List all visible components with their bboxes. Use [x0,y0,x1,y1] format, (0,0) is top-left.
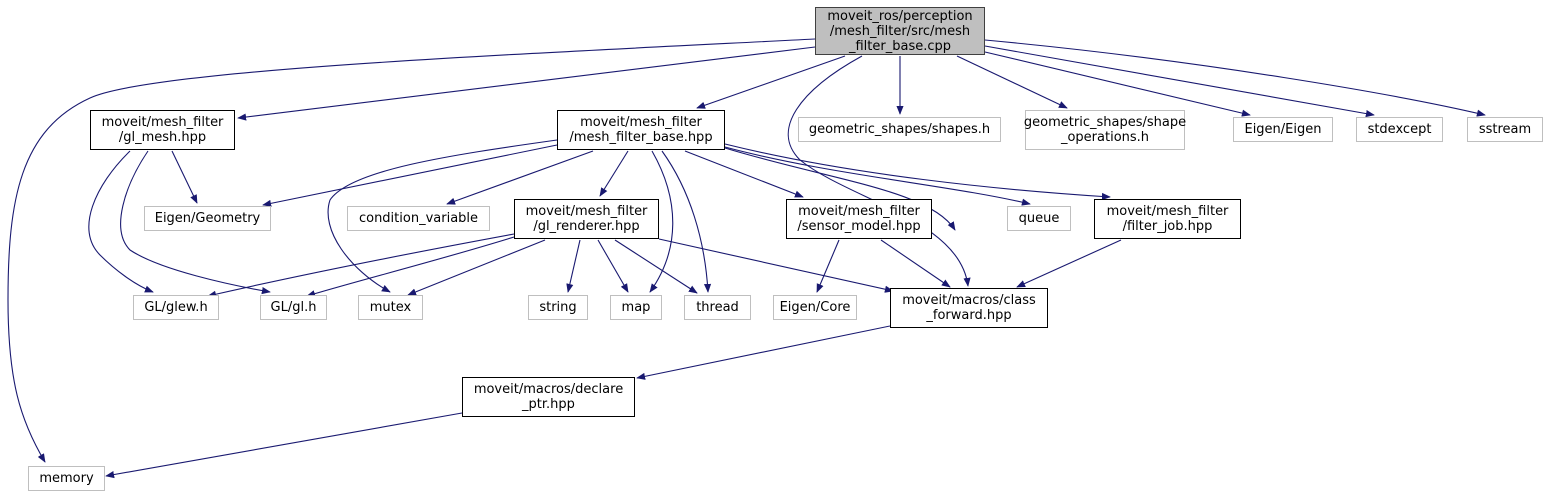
node-label-line: Eigen/Geometry [154,211,261,226]
node-map: map [610,295,662,320]
node-shape-operations: geometric_shapes/shape_operations.h [1023,110,1187,150]
node-sstream: sstream [1467,117,1543,142]
edge-gl-renderer-to-string [566,239,581,293]
node-condition-variable: condition_variable [347,206,490,231]
edge-mesh-filter-base-to-eigen-geometry [262,144,558,207]
node-label-line: GL/gl.h [270,300,317,315]
node-label-line: string [539,300,577,315]
edge-gl-renderer-to-thread [614,239,698,294]
edge-root-to-stdexcept [984,45,1375,118]
edge-root-to-mesh-filter-base [696,55,846,109]
edge-sensor-model-to-class-forward [880,239,951,288]
node-string: string [528,295,588,320]
node-label-line: /gl_mesh.hpp [118,130,207,145]
node-label-line: moveit/mesh_filter [525,204,648,219]
edge-gl-mesh-to-gl [120,150,271,295]
node-label-line: /mesh_filter_base.hpp [569,130,713,145]
node-class-forward[interactable]: moveit/macros/class_forward.hpp [890,288,1048,328]
node-label-line: condition_variable [358,211,479,226]
node-label-line: _ptr.hpp [522,397,575,412]
node-mesh-filter-base[interactable]: moveit/mesh_filter/mesh_filter_base.hpp [557,110,725,150]
edge-mesh-filter-base-to-filter-job [724,143,1111,201]
edge-gl-renderer-to-map [597,239,629,293]
node-thread: thread [684,295,751,320]
node-label-line: moveit/mesh_filter [1106,204,1229,219]
edge-gl-renderer-to-mutex [407,239,546,296]
node-gl-mesh[interactable]: moveit/mesh_filter/gl_mesh.hpp [90,110,235,150]
edge-mesh-filter-base-to-thread [661,150,712,293]
edge-mesh-filter-base-to-queue [724,146,1031,206]
node-root[interactable]: moveit_ros/perception/mesh_filter/src/me… [815,7,985,55]
edge-root-to-shape-operations [956,55,1068,109]
node-stdexcept: stdexcept [1356,117,1443,142]
edge-root-to-memory [7,38,816,463]
edge-root-to-eigen-eigen [984,51,1251,117]
node-label-line: /gl_renderer.hpp [533,219,640,234]
node-gl-renderer[interactable]: moveit/mesh_filter/gl_renderer.hpp [514,199,659,239]
node-label-line: Eigen/Core [779,300,851,315]
node-eigen-core: Eigen/Core [773,295,857,320]
edge-root-to-sstream [984,39,1486,117]
node-label-line: thread [696,300,739,315]
node-mutex: mutex [358,295,423,320]
node-queue: queue [1007,206,1071,231]
node-label-line: memory [39,471,94,486]
edge-gl-renderer-to-gl [306,236,515,298]
node-label-line: _filter_base.cpp [848,38,951,54]
node-label-line: /sensor_model.hpp [797,219,921,234]
edge-mesh-filter-base-to-class-forward [724,147,956,231]
node-label-line: mutex [369,300,412,315]
node-label-line: moveit/macros/class [902,293,1036,308]
edge-gl-renderer-to-glew [207,233,515,298]
node-label-line: _forward.hpp [926,308,1012,323]
node-sensor-model[interactable]: moveit/mesh_filter/sensor_model.hpp [786,199,932,239]
node-label-line: _operations.h [1060,130,1150,145]
node-filter-job[interactable]: moveit/mesh_filter/filter_job.hpp [1094,199,1241,239]
edge-root-to-gl-mesh [237,46,816,121]
edge-sensor-model-to-eigen-core [816,239,840,293]
node-label-line: moveit/macros/declare [473,382,624,397]
node-label-line: stdexcept [1367,122,1432,137]
edge-filter-job-to-class-forward [1016,239,1122,288]
node-gl: GL/gl.h [260,295,327,320]
node-label-line: geometric_shapes/shape [1023,115,1187,130]
edge-mesh-filter-base-to-sensor-model [684,150,804,198]
edges [7,38,1486,479]
node-eigen-eigen: Eigen/Eigen [1233,117,1333,142]
node-shapes: geometric_shapes/shapes.h [798,117,1001,142]
edge-mesh-filter-base-to-mutex [327,139,558,293]
node-label-line: moveit/mesh_filter [101,115,224,130]
edge-gl-renderer-to-class-forward [658,238,894,293]
node-label-line: /filter_job.hpp [1122,219,1213,234]
node-label-line: queue [1018,211,1060,226]
node-label-line: geometric_shapes/shapes.h [808,122,991,137]
edge-gl-mesh-to-eigen-geometry [171,150,198,204]
edge-gl-mesh-to-glew [88,150,154,293]
node-label-line: Eigen/Eigen [1244,122,1322,137]
node-label-line: GL/glew.h [144,300,208,315]
node-eigen-geometry: Eigen/Geometry [144,206,271,231]
node-glew: GL/glew.h [133,295,219,320]
node-memory: memory [28,466,105,491]
edge-mesh-filter-base-to-condition-variable [446,150,594,205]
edge-class-forward-to-declare-ptr [636,325,891,380]
edge-root-to-class-forward [787,55,971,287]
node-label-line: moveit/mesh_filter [798,204,920,219]
node-label-line: /mesh_filter/src/mesh [829,23,971,39]
node-declare-ptr[interactable]: moveit/macros/declare_ptr.hpp [462,377,635,417]
node-label-line: moveit_ros/perception [827,8,973,24]
edge-declare-ptr-to-memory [105,412,463,479]
node-label-line: moveit/mesh_filter [580,115,702,130]
edge-mesh-filter-base-to-map [649,150,674,293]
node-label-line: map [621,300,651,315]
node-label-line: sstream [1478,122,1532,137]
edge-mesh-filter-base-to-gl-renderer [599,150,629,197]
